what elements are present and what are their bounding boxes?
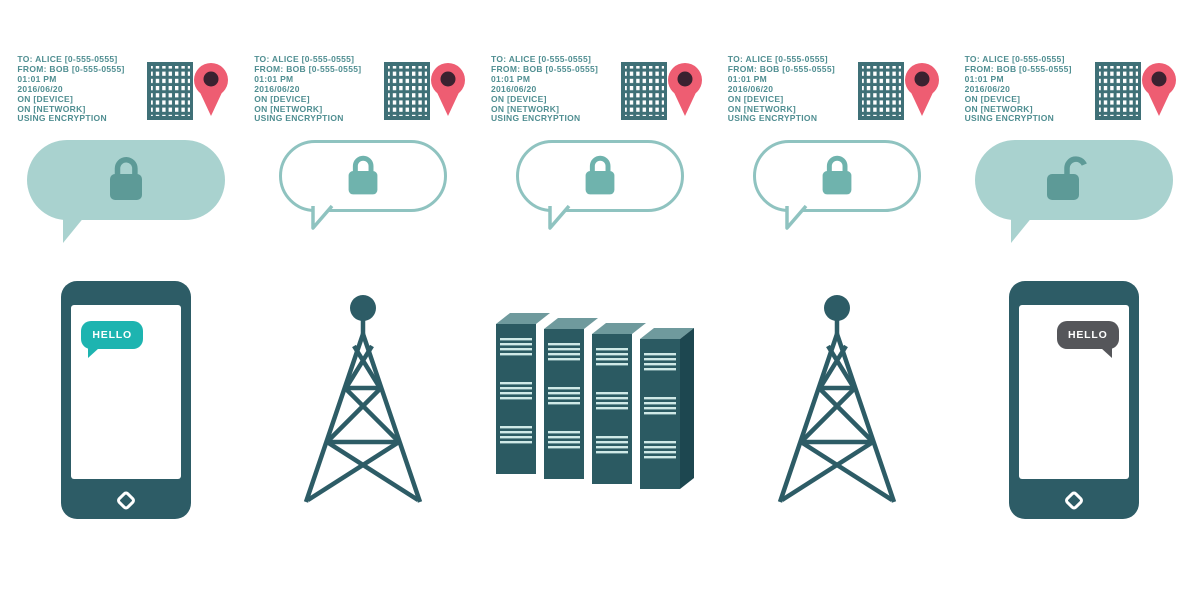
stage-cell-tower-1: TO: ALICE [0-555-0555] FROM: BOB [0-555-… — [245, 50, 482, 600]
meta-encryption: USING ENCRYPTION — [727, 113, 818, 124]
building-location-pin-icon — [147, 62, 229, 120]
meta-device: ON [DEVICE] — [254, 93, 310, 104]
metadata-text: TO: ALICE [0-555-0555] FROM: BOB [0-555-… — [491, 50, 598, 124]
home-button-icon — [115, 489, 137, 512]
bubble-row — [955, 140, 1192, 258]
meta-time: 01:01 PM — [964, 73, 1004, 84]
metadata-text: TO: ALICE [0-555-0555] FROM: BOB [0-555-… — [728, 50, 835, 124]
meta-network: ON [NETWORK] — [727, 103, 797, 114]
meta-date: 2016/06/20 — [17, 83, 63, 94]
stage-cell-tower-2: TO: ALICE [0-555-0555] FROM: BOB [0-555-… — [718, 50, 955, 600]
meta-from: FROM: BOB [0-555-0555] — [964, 63, 1072, 74]
meta-date: 2016/06/20 — [727, 83, 774, 94]
meta-time: 01:01 PM — [17, 73, 57, 84]
meta-to: TO: ALICE [0-555-0555] — [964, 54, 1065, 64]
meta-device: ON [DEVICE] — [490, 93, 547, 104]
receiver-phone-icon: HELLO — [1008, 281, 1139, 519]
meta-date: 2016/06/20 — [254, 83, 300, 94]
building-location-pin-icon — [1094, 62, 1176, 120]
meta-from: FROM: BOB [0-555-0555] — [727, 63, 835, 74]
metadata-text: TO: ALICE [0-555-0555] FROM: BOB [0-555-… — [965, 50, 1072, 124]
meta-to: TO: ALICE [0-555-0555] — [254, 54, 355, 64]
open-lock-icon — [1046, 156, 1087, 200]
building-location-pin-icon — [620, 62, 702, 120]
metadata-text: TO: ALICE [0-555-0555] FROM: BOB [0-555-… — [254, 50, 361, 124]
decrypted-message-bubble — [974, 140, 1173, 243]
encrypted-message-bubble — [515, 140, 684, 230]
sender-phone-icon: HELLO — [61, 281, 192, 519]
device-row — [482, 258, 719, 542]
meta-from: FROM: BOB [0-555-0555] — [490, 63, 599, 74]
building-location-pin-icon — [857, 62, 939, 120]
meta-to: TO: ALICE [0-555-0555] — [490, 54, 592, 64]
encrypted-message-bubble — [279, 140, 448, 230]
bubble-tail — [311, 204, 334, 230]
stage-server-rack: TO: ALICE [0-555-0555] FROM: BOB [0-555-… — [482, 50, 719, 600]
meta-device: ON [DEVICE] — [964, 93, 1021, 104]
meta-from: FROM: BOB [0-555-0555] — [254, 63, 362, 74]
meta-encryption: USING ENCRYPTION — [964, 113, 1055, 124]
meta-device: ON [DEVICE] — [727, 93, 784, 104]
metadata-header: TO: ALICE [0-555-0555] FROM: BOB [0-555-… — [491, 50, 709, 136]
meta-encryption: USING ENCRYPTION — [17, 113, 107, 124]
meta-device: ON [DEVICE] — [17, 93, 74, 104]
stage-sender-phone: TO: ALICE [0-555-0555] FROM: BOB [0-555-… — [8, 50, 245, 600]
metadata-header: TO: ALICE [0-555-0555] FROM: BOB [0-555-… — [17, 50, 235, 136]
meta-encryption: USING ENCRYPTION — [490, 113, 581, 124]
bubble-tail — [785, 204, 808, 230]
closed-lock-icon — [348, 155, 378, 194]
meta-network: ON [NETWORK] — [17, 103, 86, 114]
encrypted-message-bubble — [752, 140, 921, 230]
phone-screen: HELLO — [1018, 305, 1129, 479]
bubble-row — [482, 140, 719, 258]
device-row — [245, 258, 482, 542]
encrypted-message-bubble — [27, 140, 226, 243]
bubble-tail — [548, 204, 571, 230]
closed-lock-icon — [110, 157, 143, 200]
cell-tower-icon — [777, 295, 896, 503]
metadata-header: TO: ALICE [0-555-0555] FROM: BOB [0-555-… — [965, 50, 1183, 136]
meta-date: 2016/06/20 — [490, 83, 537, 94]
hello-message-bubble: HELLO — [1056, 321, 1119, 358]
phone-screen: HELLO — [71, 305, 182, 479]
home-button-icon — [1062, 489, 1085, 512]
meta-time: 01:01 PM — [727, 73, 768, 84]
device-row — [718, 258, 955, 542]
building-location-pin-icon — [384, 62, 466, 120]
meta-to: TO: ALICE [0-555-0555] — [727, 54, 828, 64]
meta-time: 01:01 PM — [254, 73, 294, 84]
device-row: HELLO — [8, 258, 245, 542]
meta-network: ON [NETWORK] — [964, 103, 1033, 114]
stage-receiver-phone: TO: ALICE [0-555-0555] FROM: BOB [0-555-… — [955, 50, 1192, 600]
meta-time: 01:01 PM — [490, 73, 531, 84]
closed-lock-icon — [585, 155, 615, 194]
meta-to: TO: ALICE [0-555-0555] — [17, 54, 118, 64]
bubble-tail — [63, 216, 86, 243]
meta-from: FROM: BOB [0-555-0555] — [17, 63, 125, 74]
bubble-row — [8, 140, 245, 258]
metadata-header: TO: ALICE [0-555-0555] FROM: BOB [0-555-… — [254, 50, 472, 136]
bubble-row — [245, 140, 482, 258]
meta-encryption: USING ENCRYPTION — [254, 113, 344, 124]
hello-message-bubble: HELLO — [81, 321, 143, 358]
metadata-text: TO: ALICE [0-555-0555] FROM: BOB [0-555-… — [17, 50, 124, 124]
bubble-tail — [1010, 216, 1033, 243]
device-row: HELLO — [955, 258, 1192, 542]
meta-date: 2016/06/20 — [964, 83, 1011, 94]
closed-lock-icon — [822, 155, 852, 194]
metadata-header: TO: ALICE [0-555-0555] FROM: BOB [0-555-… — [728, 50, 946, 136]
meta-network: ON [NETWORK] — [490, 103, 560, 114]
meta-network: ON [NETWORK] — [254, 103, 323, 114]
bubble-row — [718, 140, 955, 258]
cell-tower-icon — [304, 295, 423, 503]
server-rack-icon — [492, 306, 694, 489]
